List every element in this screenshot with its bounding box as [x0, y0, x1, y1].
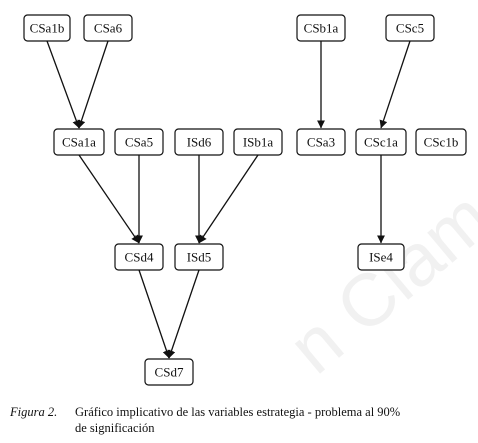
node-box: [233, 128, 283, 156]
node-CSc5: CSc5: [385, 14, 435, 42]
node-ISe4: ISe4: [357, 243, 405, 271]
node-CSa3: CSa3: [296, 128, 346, 156]
node-box: [357, 243, 405, 271]
node-ISb1a: ISb1a: [233, 128, 283, 156]
node-label: CSc1b: [424, 135, 459, 150]
node-box: [385, 14, 435, 42]
node-label: CSc1a: [364, 135, 398, 150]
caption-text-line2: de significación: [75, 421, 155, 435]
node-CSd7: CSd7: [144, 358, 194, 386]
figure-caption: Figura 2. Gráfico implicativo de las var…: [10, 404, 472, 436]
edge-CSd4-to-CSd7: [138, 269, 171, 359]
node-box: [144, 358, 194, 386]
node-box: [174, 243, 224, 271]
node-label: CSa5: [125, 135, 153, 150]
caption-text-line1: Gráfico implicativo de las variables est…: [75, 405, 401, 419]
node-label: CSd4: [125, 250, 154, 265]
node-box: [114, 243, 164, 271]
node-CSa5: CSa5: [114, 128, 164, 156]
node-box: [174, 128, 224, 156]
node-label: ISb1a: [243, 135, 274, 150]
node-label: CSa1b: [30, 21, 65, 36]
node-ISd5: ISd5: [174, 243, 224, 271]
edges-layer: [46, 40, 411, 359]
edge-CSc5-to-CSc1a: [379, 40, 411, 129]
node-CSa1a: CSa1a: [53, 128, 105, 156]
caption-label: Figura 2.: [10, 405, 58, 419]
node-CSc1a: CSc1a: [355, 128, 407, 156]
node-CSd4: CSd4: [114, 243, 164, 271]
node-label: CSa1a: [62, 135, 96, 150]
node-box: [296, 14, 346, 42]
node-label: ISd5: [187, 250, 212, 265]
edge-ISb1a-to-ISd5: [198, 154, 259, 244]
node-box: [23, 14, 71, 42]
node-ISd6: ISd6: [174, 128, 224, 156]
node-label: CSa6: [94, 21, 123, 36]
node-box: [53, 128, 105, 156]
node-label: CSc5: [396, 21, 424, 36]
node-box: [296, 128, 346, 156]
edge-CSa1b-to-CSa1a: [46, 40, 81, 129]
node-CSa1b: CSa1b: [23, 14, 71, 42]
edge-CSa1a-to-CSd4: [78, 154, 140, 244]
node-box: [114, 128, 164, 156]
node-label: CSb1a: [304, 21, 339, 36]
node-label: ISe4: [369, 250, 393, 265]
node-label: CSd7: [155, 365, 184, 380]
node-CSb1a: CSb1a: [296, 14, 346, 42]
node-box: [83, 14, 133, 42]
node-CSa6: CSa6: [83, 14, 133, 42]
edge-ISd5-to-CSd7: [167, 269, 200, 359]
node-label: ISd6: [187, 135, 212, 150]
edge-CSa6-to-CSa1a: [77, 40, 109, 129]
node-box: [355, 128, 407, 156]
node-CSc1b: CSc1b: [415, 128, 467, 156]
node-label: CSa3: [307, 135, 335, 150]
node-box: [415, 128, 467, 156]
